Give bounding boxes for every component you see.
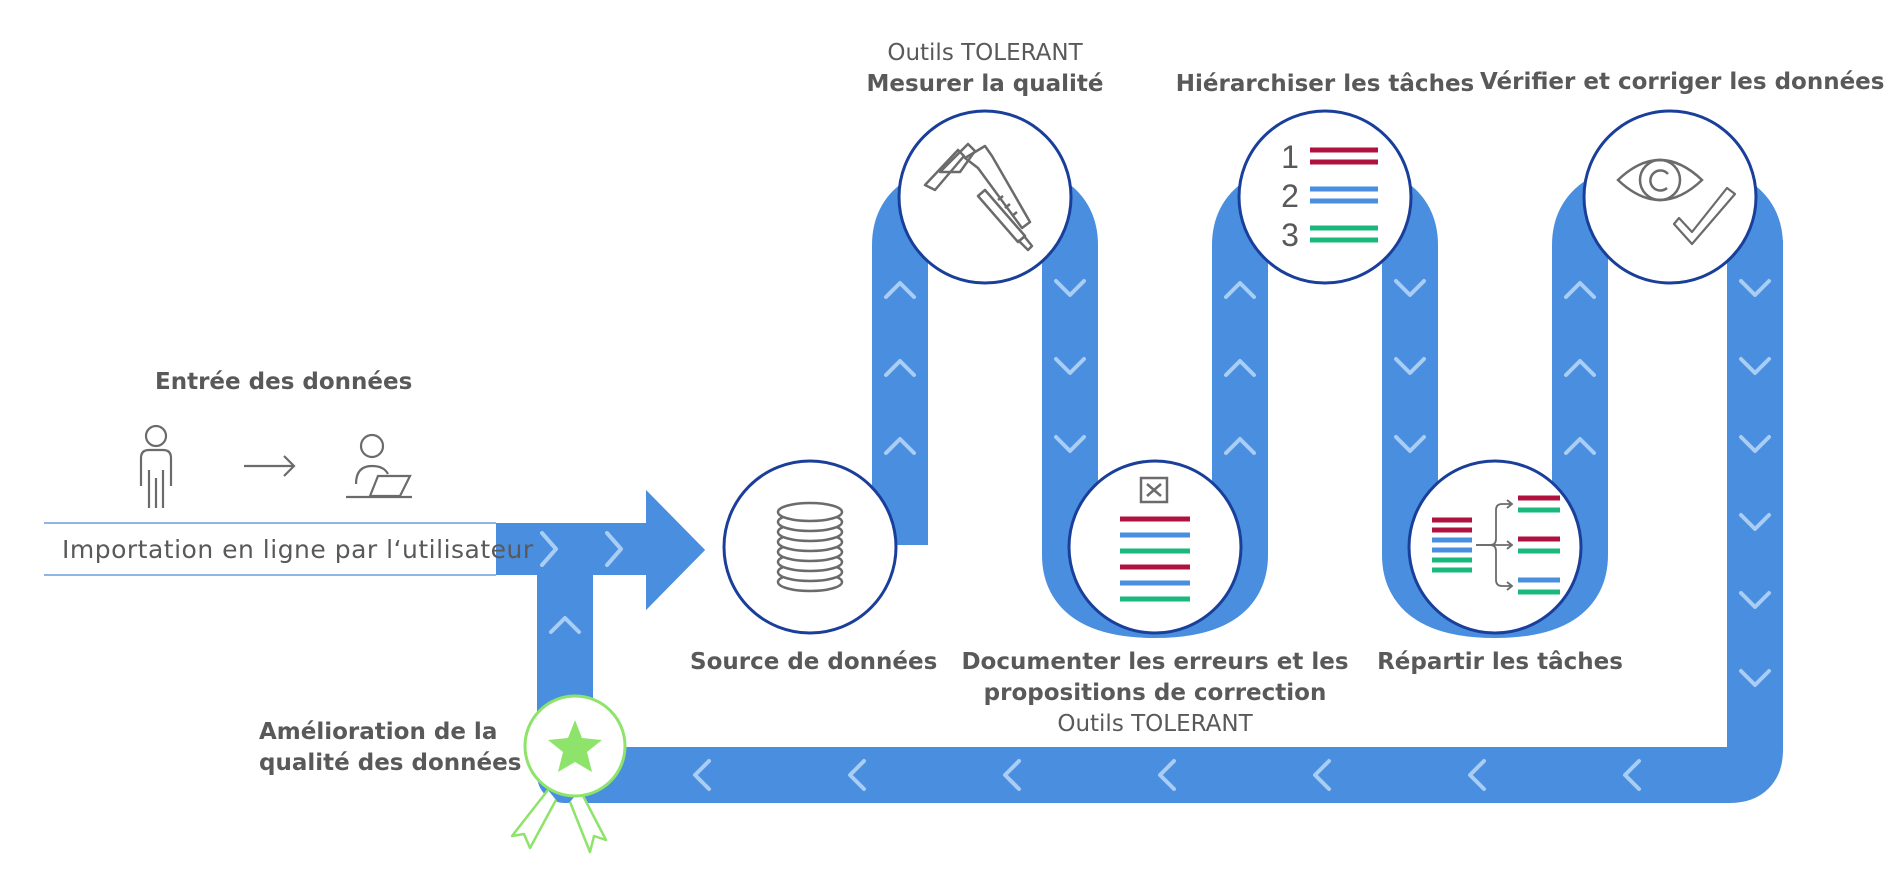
chevron-up-icon	[1224, 437, 1256, 455]
chevron-down-icon	[1739, 279, 1771, 297]
circle-document	[1067, 459, 1243, 635]
award-star-icon	[510, 694, 627, 854]
chevron-left-icon	[1313, 759, 1331, 791]
distribute-tasks-icon	[1432, 495, 1560, 595]
list-number-3: 3	[1281, 217, 1299, 253]
chevron-up-icon	[884, 281, 916, 299]
chevron-down-icon	[1739, 669, 1771, 687]
label-document-line1: Documenter les erreurs et les	[961, 649, 1349, 675]
chevron-down-icon	[1394, 279, 1426, 297]
chevron-up-icon	[1564, 281, 1596, 299]
list-number-2: 2	[1281, 178, 1299, 214]
chevron-left-icon	[848, 759, 866, 791]
arrow-right-icon	[244, 455, 296, 477]
label-measure-tool: Outils TOLERANT	[887, 40, 1083, 66]
person-icon	[139, 424, 173, 508]
chevron-right-icon	[540, 531, 558, 567]
chevron-left-icon	[1623, 759, 1641, 791]
label-distribute: Répartir les tâches	[1377, 649, 1623, 675]
close-box-icon	[1139, 476, 1169, 504]
chevron-down-icon	[1739, 357, 1771, 375]
chevron-up-icon	[549, 616, 581, 634]
label-verify: Vérifier et corriger les données	[1480, 69, 1885, 95]
chevron-down-icon	[1054, 435, 1086, 453]
chevron-left-icon	[1003, 759, 1021, 791]
chevron-down-icon	[1394, 435, 1426, 453]
circle-prioritize	[1237, 109, 1413, 285]
chevron-left-icon	[693, 759, 711, 791]
label-improvement-line2: qualité des données	[259, 750, 522, 776]
chevron-up-icon	[884, 437, 916, 455]
label-document-line2: propositions de correction	[983, 680, 1327, 706]
label-improvement-line1: Amélioration de la	[259, 719, 498, 745]
label-document-tool: Outils TOLERANT	[1057, 711, 1253, 737]
caliper-icon	[923, 142, 1034, 252]
distribute-arrows-icon	[1476, 499, 1514, 591]
numbered-list-icon	[1310, 147, 1378, 243]
chevron-down-icon	[1054, 357, 1086, 375]
chevron-left-icon	[1158, 759, 1176, 791]
chevrons	[540, 279, 1771, 791]
label-source: Source de données	[690, 649, 938, 675]
chevron-left-icon	[1468, 759, 1486, 791]
database-icon	[776, 501, 844, 593]
chevron-up-icon	[1564, 437, 1596, 455]
chevron-down-icon	[1054, 279, 1086, 297]
chevron-up-icon	[1564, 359, 1596, 377]
label-prioritize: Hiérarchiser les tâches	[1175, 71, 1475, 97]
chevron-down-icon	[1739, 591, 1771, 609]
checkmark-icon	[1672, 186, 1737, 246]
document-list-icon	[1120, 476, 1190, 602]
chevron-down-icon	[1394, 357, 1426, 375]
label-measure: Mesurer la qualité	[866, 71, 1104, 97]
entry-title: Entrée des données	[155, 369, 413, 395]
user-laptop-icon	[346, 433, 412, 499]
chevron-up-icon	[1224, 281, 1256, 299]
chevron-up-icon	[1224, 359, 1256, 377]
chevron-down-icon	[1739, 435, 1771, 453]
chevron-down-icon	[1739, 513, 1771, 531]
chevron-right-icon	[605, 531, 623, 567]
eye-icon	[1616, 158, 1704, 202]
list-number-1: 1	[1281, 139, 1299, 175]
chevron-up-icon	[884, 359, 916, 377]
import-label: Importation en ligne par l‘utilisateur	[62, 535, 534, 564]
circle-measure	[897, 109, 1073, 285]
